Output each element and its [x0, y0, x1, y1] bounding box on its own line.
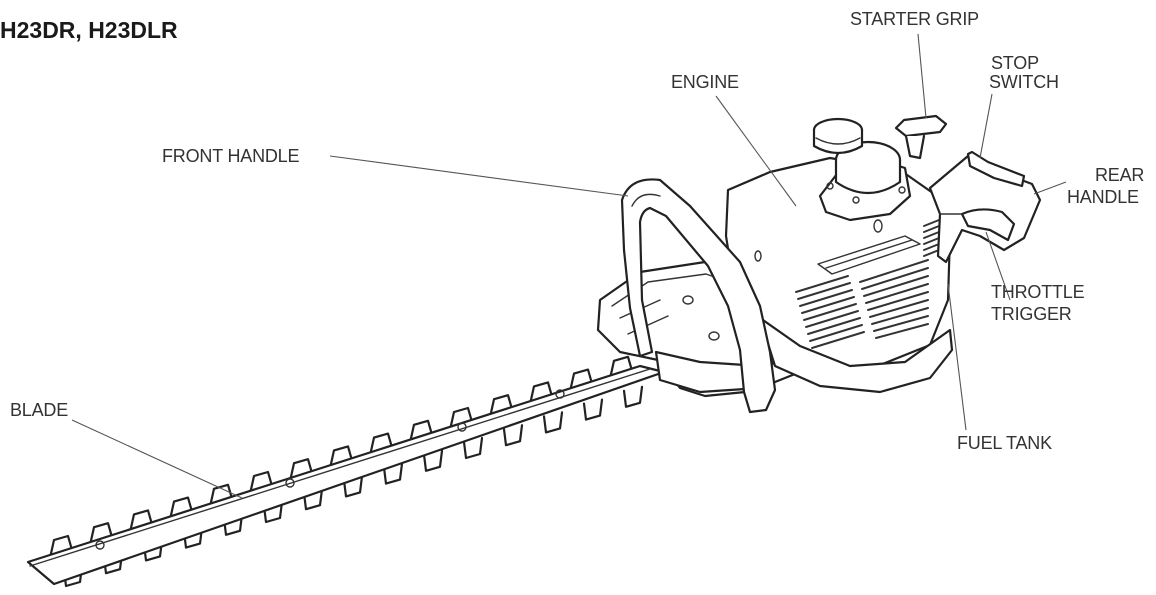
- label-throttle-trigger-line1: THROTTLE: [991, 282, 1085, 302]
- cooling-fin: [811, 331, 865, 349]
- engine-drawing: [724, 117, 954, 394]
- label-rear-handle-line1: REAR: [1095, 165, 1145, 185]
- leader-engine: [715, 95, 797, 207]
- blade-tooth-lower: [582, 398, 604, 421]
- label-starter-grip: STARTER GRIP: [850, 9, 979, 29]
- leader-rear-handle: [1033, 181, 1067, 195]
- cooling-fin: [865, 283, 929, 304]
- cooling-fin: [795, 275, 849, 293]
- cooling-fin: [797, 282, 851, 300]
- label-blade: BLADE: [10, 400, 69, 420]
- blade-drawing: [26, 355, 666, 588]
- blade-rivet: [95, 540, 105, 550]
- label-stop-switch-line2: SWITCH: [989, 72, 1059, 92]
- cooling-fin: [873, 315, 929, 332]
- cooling-fin: [863, 275, 929, 297]
- front-handle-drawing: [620, 178, 777, 414]
- blade-rivet: [285, 478, 295, 488]
- starter-grip-drawing: [894, 114, 948, 160]
- label-front-handle: FRONT HANDLE: [162, 146, 300, 166]
- leader-starter-grip: [917, 33, 927, 119]
- blade-tooth-lower: [542, 411, 564, 434]
- label-engine: ENGINE: [671, 72, 739, 92]
- cooling-fin: [809, 324, 863, 342]
- rear-handle-drawing: [928, 150, 1042, 264]
- cooling-fin: [803, 303, 857, 321]
- cooling-fin: [859, 259, 929, 283]
- cooling-fin: [869, 299, 929, 318]
- cooling-fin: [807, 317, 861, 335]
- cooling-fin: [801, 296, 855, 314]
- cooling-fin: [799, 289, 853, 307]
- blade-tooth-lower: [462, 436, 484, 460]
- blade-tooth-lower: [622, 385, 644, 408]
- cooling-fin: [867, 291, 929, 311]
- blade-tooth-lower: [422, 449, 444, 472]
- leader-throttle-trigger: [985, 231, 1011, 301]
- blade-tooth-lower: [502, 424, 524, 447]
- blade-rivet: [457, 422, 467, 432]
- leader-stop-switch: [979, 93, 993, 159]
- leader-lines: [71, 33, 1067, 499]
- label-rear-handle-line2: HANDLE: [1067, 187, 1139, 207]
- label-stop-switch-line1: STOP: [991, 53, 1039, 73]
- blade-rivet: [555, 389, 565, 399]
- model-title: H23DR, H23DLR: [0, 17, 178, 43]
- label-fuel-tank: FUEL TANK: [957, 433, 1052, 453]
- cooling-fin: [861, 267, 929, 290]
- cooling-fin: [805, 310, 859, 328]
- label-throttle-trigger-line2: TRIGGER: [991, 304, 1072, 324]
- cooling-fin: [875, 323, 929, 339]
- cooling-fin: [871, 307, 929, 325]
- leader-blade: [71, 419, 243, 499]
- leader-front-handle: [329, 155, 629, 197]
- leader-fuel-tank: [947, 283, 967, 431]
